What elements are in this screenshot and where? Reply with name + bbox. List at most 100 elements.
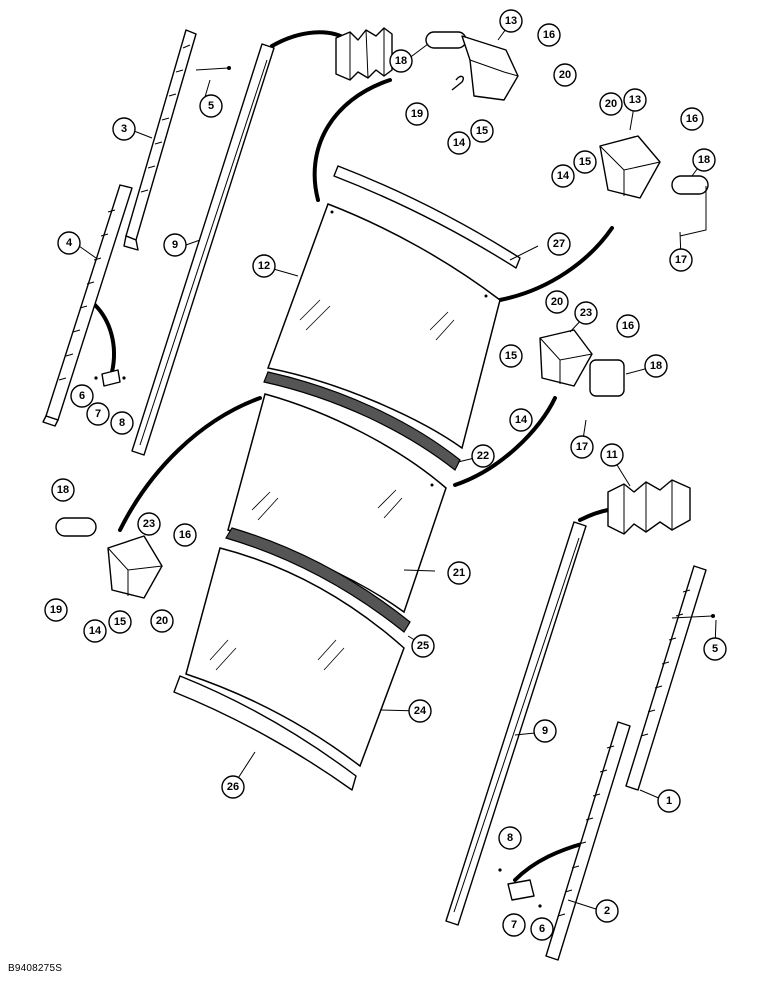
callout-7-right: 7 xyxy=(502,913,526,937)
seal-strip-part-9-right xyxy=(445,521,587,926)
callout-16-top-label: 16 xyxy=(543,29,555,41)
latch-hardware-left xyxy=(94,369,126,387)
seal-part-26 xyxy=(173,675,357,791)
callout-18-mid: 18 xyxy=(644,354,668,378)
callout-18-left-label: 18 xyxy=(57,484,69,496)
callout-18-right-label: 18 xyxy=(698,154,710,166)
callout-6-left: 6 xyxy=(70,384,94,408)
callout-14-mid: 14 xyxy=(509,408,533,432)
callout-1: 1 xyxy=(657,789,681,813)
hinge-assembly-right-mid xyxy=(539,329,625,397)
callout-16-left: 16 xyxy=(173,523,197,547)
callout-7-left-label: 7 xyxy=(95,408,101,420)
callout-20-left-label: 20 xyxy=(156,615,168,627)
callout-1-label: 1 xyxy=(666,795,672,807)
callout-19-left-label: 19 xyxy=(50,604,62,616)
callout-23-mid: 23 xyxy=(574,301,598,325)
callout-27-label: 27 xyxy=(553,238,565,250)
callout-5-top: 5 xyxy=(199,94,223,118)
callout-19-left: 19 xyxy=(44,598,68,622)
callout-5-right-label: 5 xyxy=(712,643,718,655)
callout-13-top-label: 13 xyxy=(505,15,517,27)
callout-17-mid: 17 xyxy=(570,435,594,459)
callout-24: 24 xyxy=(408,699,432,723)
callout-15-left-label: 15 xyxy=(114,616,126,628)
callout-18-top: 18 xyxy=(389,49,413,73)
callout-22: 22 xyxy=(471,444,495,468)
screw-part-5-top xyxy=(195,66,231,71)
callout-18-left: 18 xyxy=(51,478,75,502)
callout-24-label: 24 xyxy=(414,705,427,717)
callout-15-right-label: 15 xyxy=(579,156,591,168)
callout-16-top: 16 xyxy=(537,23,561,47)
callout-2-label: 2 xyxy=(604,905,610,917)
callout-8-right-label: 8 xyxy=(507,832,513,844)
callout-18-mid-label: 18 xyxy=(650,360,662,372)
callout-25: 25 xyxy=(411,634,435,658)
callout-20-mid-label: 20 xyxy=(551,296,563,308)
callout-14-top: 14 xyxy=(447,131,471,155)
callout-8-left: 8 xyxy=(110,411,134,435)
figure-code: B9408275S xyxy=(8,963,63,974)
callout-13-right: 13 xyxy=(623,88,647,112)
latch-hardware-right xyxy=(498,868,542,908)
callout-12: 12 xyxy=(252,254,276,278)
callout-4-label: 4 xyxy=(66,237,73,249)
callout-16-left-label: 16 xyxy=(179,529,191,541)
callout-14-left: 14 xyxy=(83,619,107,643)
seal-part-27 xyxy=(333,165,521,269)
callout-4: 4 xyxy=(57,231,81,255)
seal-part-22 xyxy=(263,371,461,471)
callout-22-label: 22 xyxy=(477,450,489,462)
callout-21: 21 xyxy=(447,561,471,585)
callout-23-left: 23 xyxy=(137,512,161,536)
callout-3: 3 xyxy=(112,117,136,141)
callout-11-label: 11 xyxy=(606,449,618,461)
callout-11: 11 xyxy=(600,443,624,467)
callout-20-top: 20 xyxy=(553,63,577,87)
callout-20-top-label: 20 xyxy=(559,69,571,81)
hinge-assembly-right-top xyxy=(599,135,709,237)
callout-6-right: 6 xyxy=(530,917,554,941)
callout-16-mid: 16 xyxy=(616,314,640,338)
callout-9-right-label: 9 xyxy=(542,725,548,737)
callout-26: 26 xyxy=(221,775,245,799)
callout-13-top: 13 xyxy=(499,9,523,33)
callout-14-mid-label: 14 xyxy=(515,414,528,426)
callout-16-right: 16 xyxy=(680,107,704,131)
callout-23-left-label: 23 xyxy=(143,518,155,530)
callout-5-top-label: 5 xyxy=(208,100,214,112)
callout-17-right: 17 xyxy=(669,248,693,272)
callout-9-left: 9 xyxy=(163,233,187,257)
callout-20-right-label: 20 xyxy=(605,98,617,110)
callout-13-right-label: 13 xyxy=(629,94,641,106)
callout-20-left: 20 xyxy=(150,609,174,633)
callout-15-top: 15 xyxy=(470,119,494,143)
rail-part-2 xyxy=(545,721,631,961)
callout-14-right-label: 14 xyxy=(557,170,570,182)
callout-2: 2 xyxy=(595,899,619,923)
callout-18-right: 18 xyxy=(692,148,716,172)
callout-9-left-label: 9 xyxy=(172,239,178,251)
callout-8-right: 8 xyxy=(498,826,522,850)
rail-part-1 xyxy=(625,565,707,791)
rail-part-3 xyxy=(123,29,197,251)
clip-part-11-top xyxy=(335,27,393,81)
callout-26-label: 26 xyxy=(227,781,239,793)
callout-20-mid: 20 xyxy=(545,290,569,314)
connector-lines xyxy=(93,30,642,882)
callout-16-right-label: 16 xyxy=(686,113,698,125)
callout-15-left: 15 xyxy=(108,610,132,634)
callout-7-left: 7 xyxy=(86,402,110,426)
callout-9-right: 9 xyxy=(533,719,557,743)
seal-strip-part-9-left xyxy=(131,43,275,456)
callout-16-mid-label: 16 xyxy=(622,320,634,332)
callout-15-top-label: 15 xyxy=(476,125,488,137)
callout-15-mid: 15 xyxy=(499,344,523,368)
callout-5-right: 5 xyxy=(703,637,727,661)
callout-15-right: 15 xyxy=(573,150,597,174)
glass-panel-part-24 xyxy=(185,547,405,768)
callout-18-top-label: 18 xyxy=(395,55,407,67)
callout-12-label: 12 xyxy=(258,260,270,272)
